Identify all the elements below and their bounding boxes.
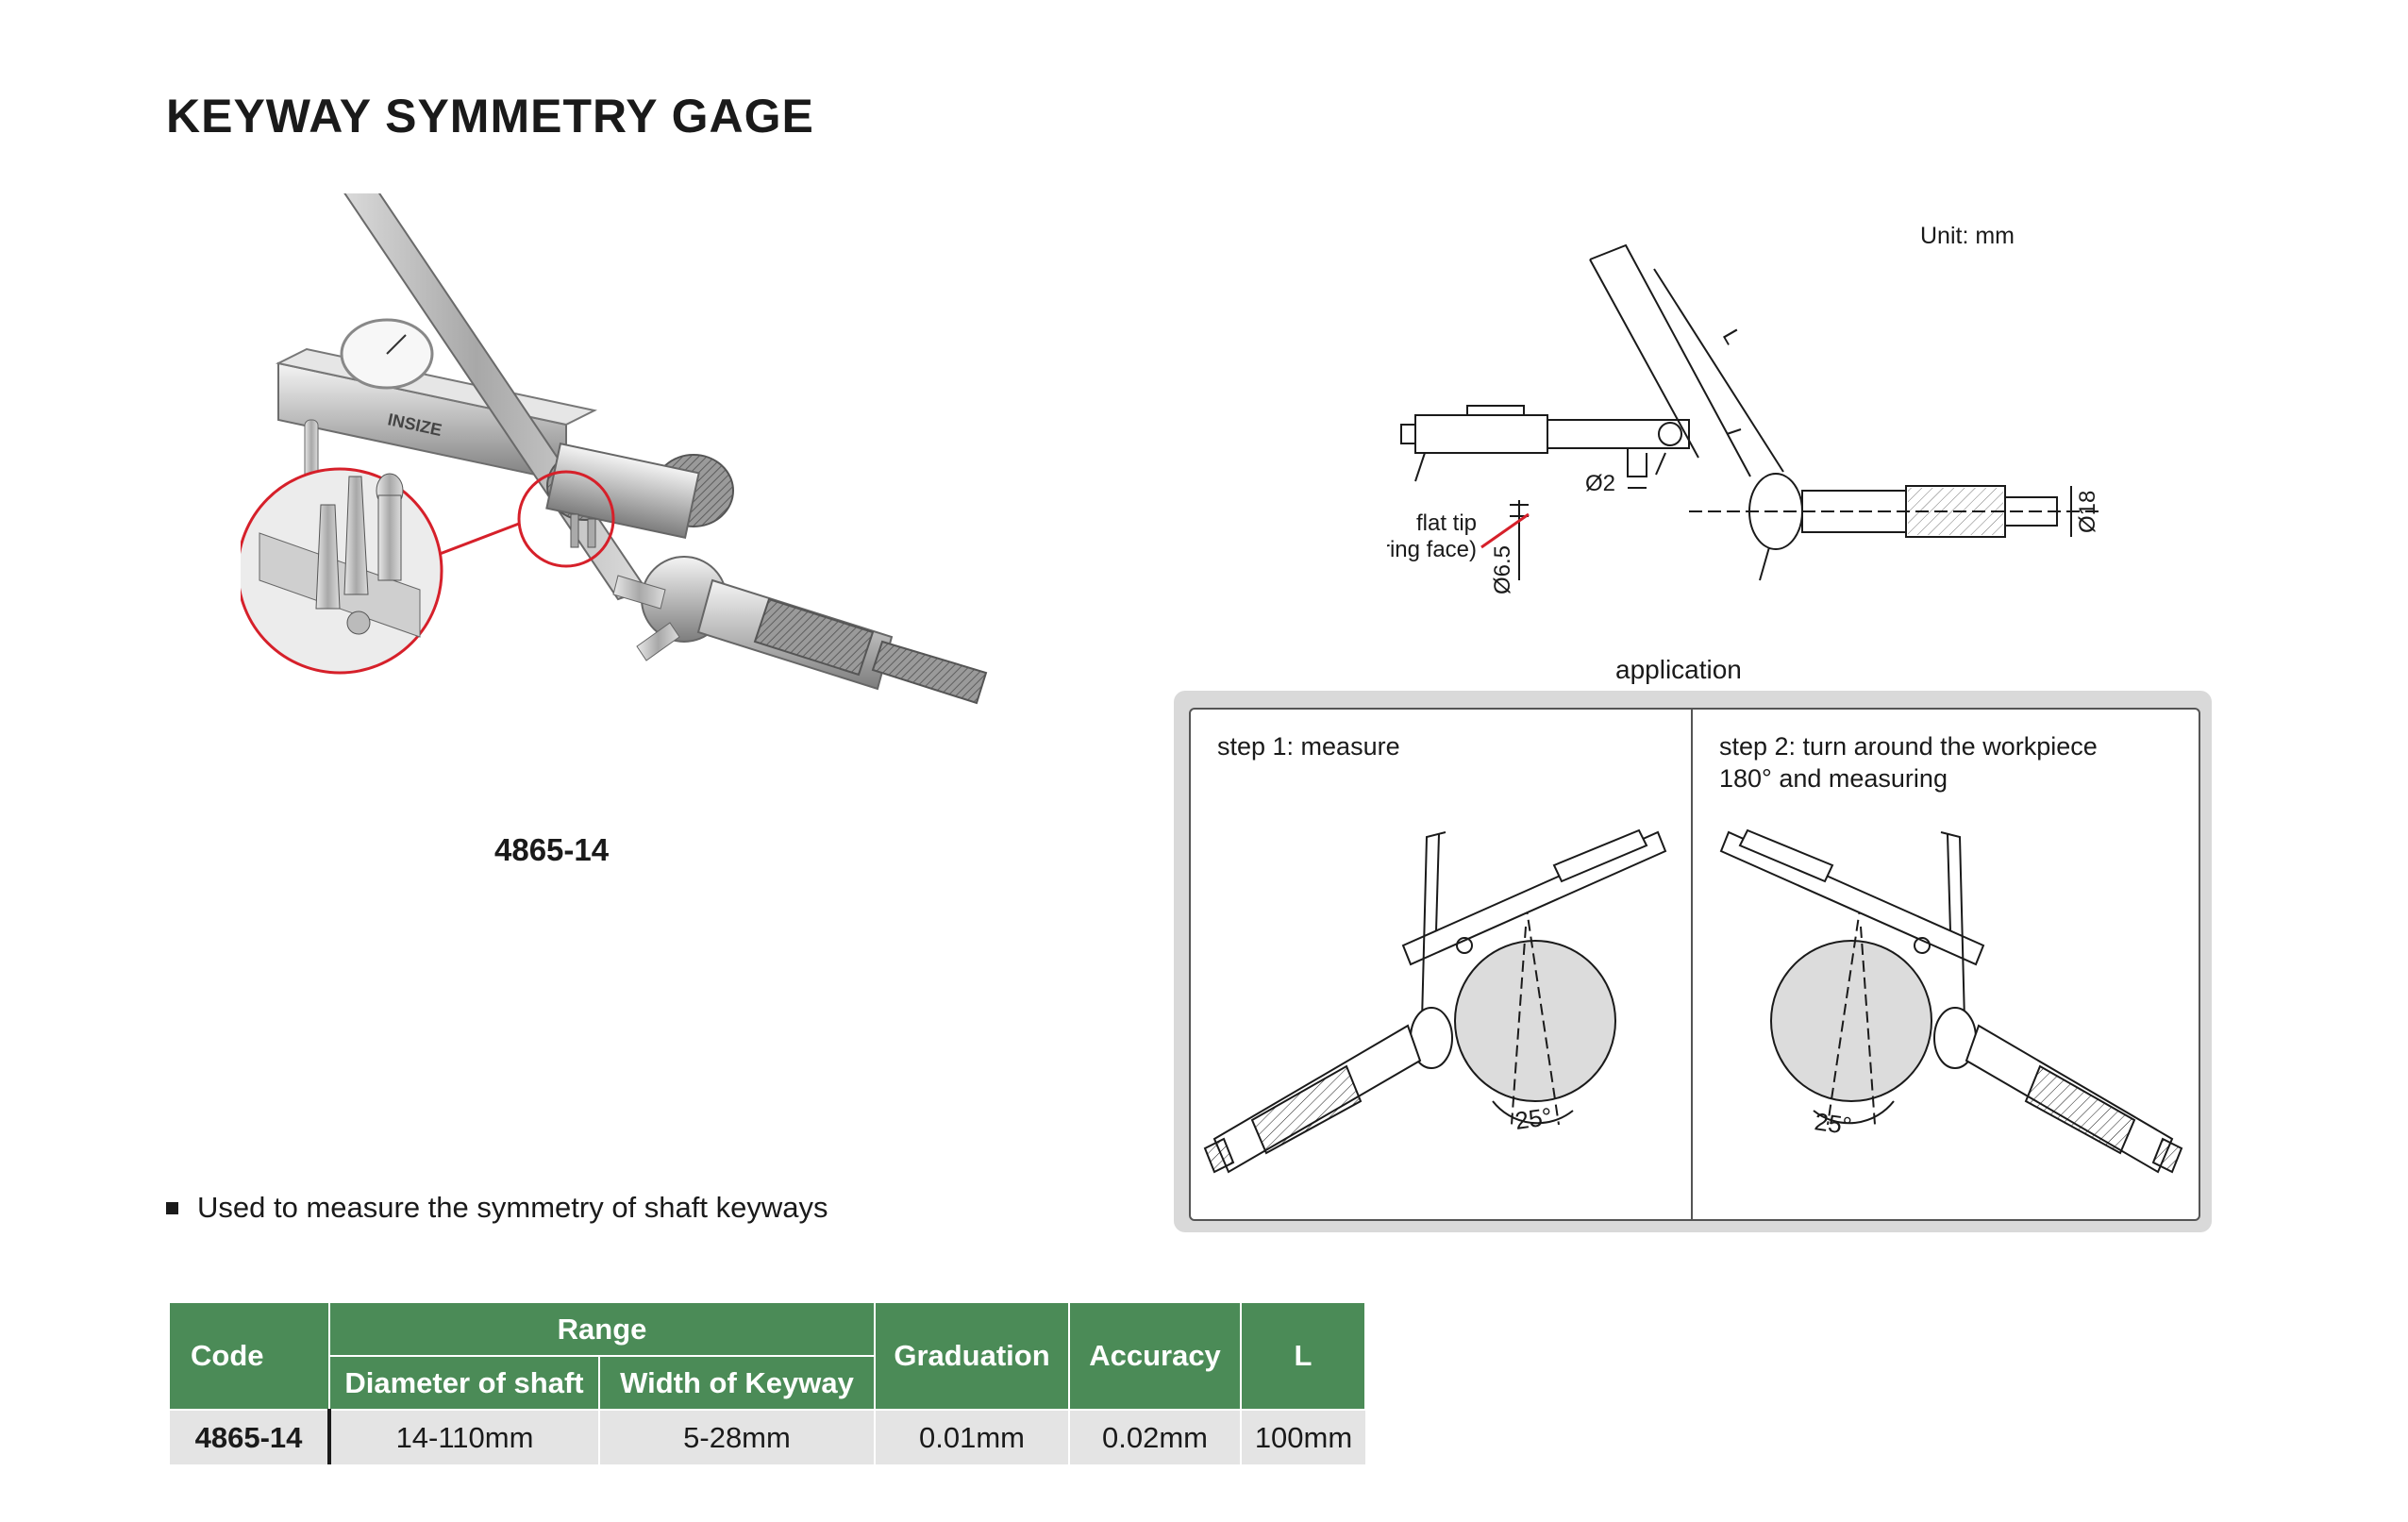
step1-angle: 25° [1513, 1102, 1554, 1135]
product-photo: INSIZE [241, 193, 988, 705]
step2-diagram: 25° [1719, 828, 2183, 1174]
carbide-face-label: (carbide measuring face) [1387, 537, 1477, 562]
dim-d18: Ø18 [2075, 491, 2100, 533]
cell-l: 100mm [1240, 1410, 1365, 1464]
header-graduation: Graduation [874, 1301, 1070, 1411]
application-frame: step 1: measure step 2: turn around the … [1189, 708, 2200, 1221]
cell-diameter: 14-110mm [328, 1410, 599, 1464]
step2-angle: 25° [1813, 1107, 1853, 1140]
product-code: 4865-14 [494, 832, 610, 867]
feature-text: Used to measure the symmetry of shaft ke… [197, 1191, 828, 1224]
bullet-icon [166, 1201, 178, 1214]
header-accuracy: Accuracy [1068, 1301, 1242, 1411]
application-panel: step 1: measure step 2: turn around the … [1174, 691, 2212, 1232]
table-row: 4865-14 14-110mm 5-28mm 0.01mm 0.02mm 10… [168, 1410, 1365, 1464]
flat-tip-label: flat tip [1416, 510, 1477, 536]
cell-code: 4865-14 [168, 1410, 331, 1464]
application-title: application [1615, 655, 1742, 684]
step-divider [1691, 710, 1693, 1219]
spec-table: Code Range Graduation Accuracy L Diamete… [168, 1301, 1366, 1464]
cell-graduation: 0.01mm [874, 1410, 1069, 1464]
dim-d65: Ø6.5 [1490, 545, 1515, 594]
page-title: KEYWAY SYMMETRY GAGE [166, 90, 814, 142]
cell-width: 5-28mm [598, 1410, 875, 1464]
unit-label: Unit: mm [1920, 223, 2015, 249]
step2-text: step 2: turn around the workpiece 180° a… [1719, 732, 2098, 793]
technical-drawing: L Ø2 Ø18 Ø6.5 flat tip (carbide measurin… [1387, 243, 2104, 594]
feature-item: Used to measure the symmetry of shaft ke… [166, 1191, 828, 1225]
header-range: Range [328, 1301, 876, 1357]
header-code: Code [168, 1301, 330, 1411]
header-diameter: Diameter of shaft [328, 1355, 600, 1411]
step1-diagram: 25° [1203, 828, 1667, 1174]
header-l: L [1240, 1301, 1366, 1411]
step1-text: step 1: measure [1217, 732, 1400, 761]
cell-accuracy: 0.02mm [1068, 1410, 1241, 1464]
dim-d2: Ø2 [1585, 471, 1615, 496]
header-width: Width of Keyway [598, 1355, 876, 1411]
dim-L: L [1717, 326, 1746, 349]
